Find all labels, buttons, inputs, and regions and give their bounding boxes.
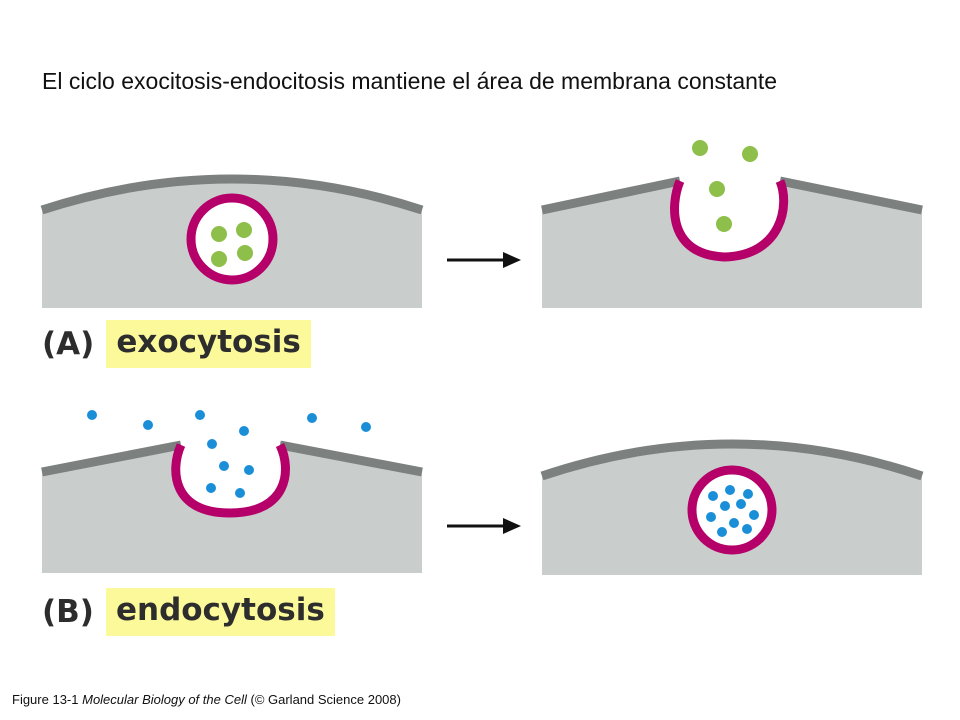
panel-b-label: (B) endocytosis (42, 588, 335, 636)
internalized-molecule (720, 501, 730, 511)
figure-credit: Figure 13-1 Molecular Biology of the Cel… (12, 692, 401, 707)
internalized-molecule (729, 518, 739, 528)
panel-b-name: endocytosis (105, 588, 335, 636)
released-cargo (709, 181, 725, 197)
cargo-molecule (211, 226, 227, 242)
internalized-molecule (708, 491, 718, 501)
extracellular-molecule (239, 426, 249, 436)
figure-number: Figure 13-1 (12, 692, 79, 707)
internalized-molecule (706, 512, 716, 522)
plasma-membrane (279, 440, 423, 477)
panel-a-name: exocytosis (106, 320, 311, 368)
panel-b-letter: (B) (42, 594, 94, 630)
extracellular-molecule (206, 483, 216, 493)
internalized-molecule (717, 527, 727, 537)
arrow-endocytosis (447, 518, 521, 534)
internalized-molecule (725, 485, 735, 495)
extracellular-molecule (143, 420, 153, 430)
cargo-molecule (211, 251, 227, 267)
extracellular-molecule (244, 465, 254, 475)
internalized-molecule (742, 524, 752, 534)
extracellular-molecule (195, 410, 205, 420)
cargo-molecule (237, 245, 253, 261)
internalized-molecule (749, 510, 759, 520)
extracellular-molecule (207, 439, 217, 449)
cytoplasm (542, 182, 922, 308)
panel-a-letter: (A) (42, 326, 95, 362)
extracellular-molecule (361, 422, 371, 432)
released-cargo (742, 146, 758, 162)
released-cargo (692, 140, 708, 156)
internalized-molecule (743, 489, 753, 499)
arrow-exocytosis (447, 252, 521, 268)
plasma-membrane (541, 176, 681, 215)
extracellular-molecule (219, 461, 229, 471)
endocytosis-before-cell (41, 410, 423, 573)
plasma-membrane (40, 174, 424, 215)
plasma-membrane (540, 439, 924, 481)
book-title: Molecular Biology of the Cell (82, 692, 247, 707)
endocytic-vesicle (687, 465, 777, 555)
exocytosis-after-cell (541, 140, 923, 308)
endocytosis-after-cell (540, 439, 924, 575)
released-cargo (716, 216, 732, 232)
publisher-credit: (© Garland Science 2008) (250, 692, 401, 707)
plasma-membrane (779, 176, 923, 215)
extracellular-molecule (87, 410, 97, 420)
cargo-molecule (236, 222, 252, 238)
invaginating-membrane (171, 443, 290, 518)
cytoplasm (42, 446, 422, 573)
secretory-vesicle (186, 193, 278, 285)
panel-a-label: (A) exocytosis (42, 320, 311, 368)
exocytosis-before-cell (40, 174, 424, 308)
extracellular-molecule (307, 413, 317, 423)
plasma-membrane (41, 440, 182, 477)
diagram-title: El ciclo exocitosis-endocitosis mantiene… (42, 68, 778, 94)
extracellular-molecule (235, 488, 245, 498)
internalized-molecule (736, 499, 746, 509)
